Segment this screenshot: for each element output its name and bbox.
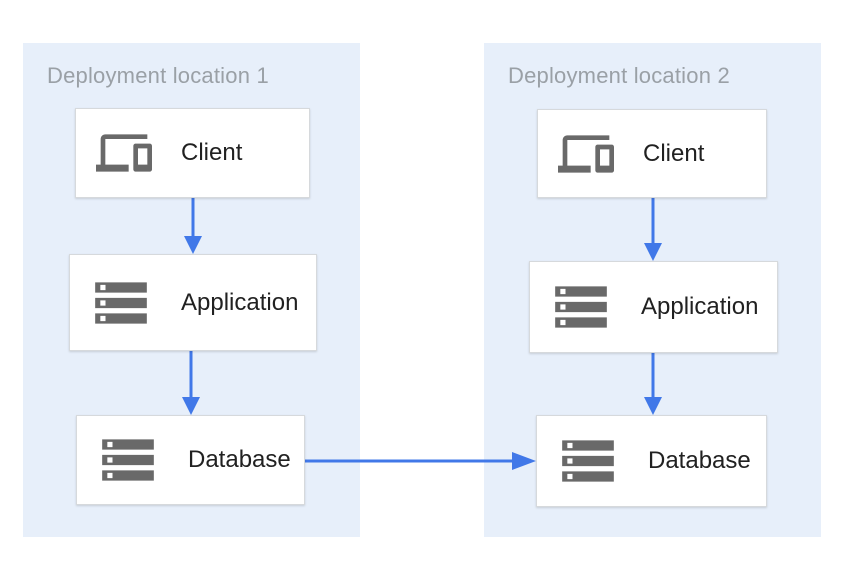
node-label: Database — [188, 446, 291, 473]
storage-icon — [97, 429, 159, 491]
storage-icon — [90, 272, 152, 334]
node-label: Application — [181, 288, 299, 316]
node-client: Client — [75, 108, 310, 198]
node-label: Client — [181, 139, 243, 166]
node-application: Application — [529, 261, 778, 353]
zone-title: Deployment location 1 — [47, 63, 269, 88]
node-application: Application — [69, 254, 317, 351]
node-label: Client — [643, 139, 705, 167]
devices-icon — [96, 125, 152, 181]
storage-icon — [557, 430, 619, 492]
node-client: Client — [537, 109, 767, 198]
devices-icon — [558, 126, 614, 182]
node-database: Database — [76, 415, 305, 505]
storage-icon — [550, 276, 612, 338]
node-label: Application — [641, 293, 759, 320]
node-label: Database — [648, 447, 751, 474]
zone-title: Deployment location 2 — [508, 63, 730, 88]
node-database: Database — [536, 415, 767, 507]
